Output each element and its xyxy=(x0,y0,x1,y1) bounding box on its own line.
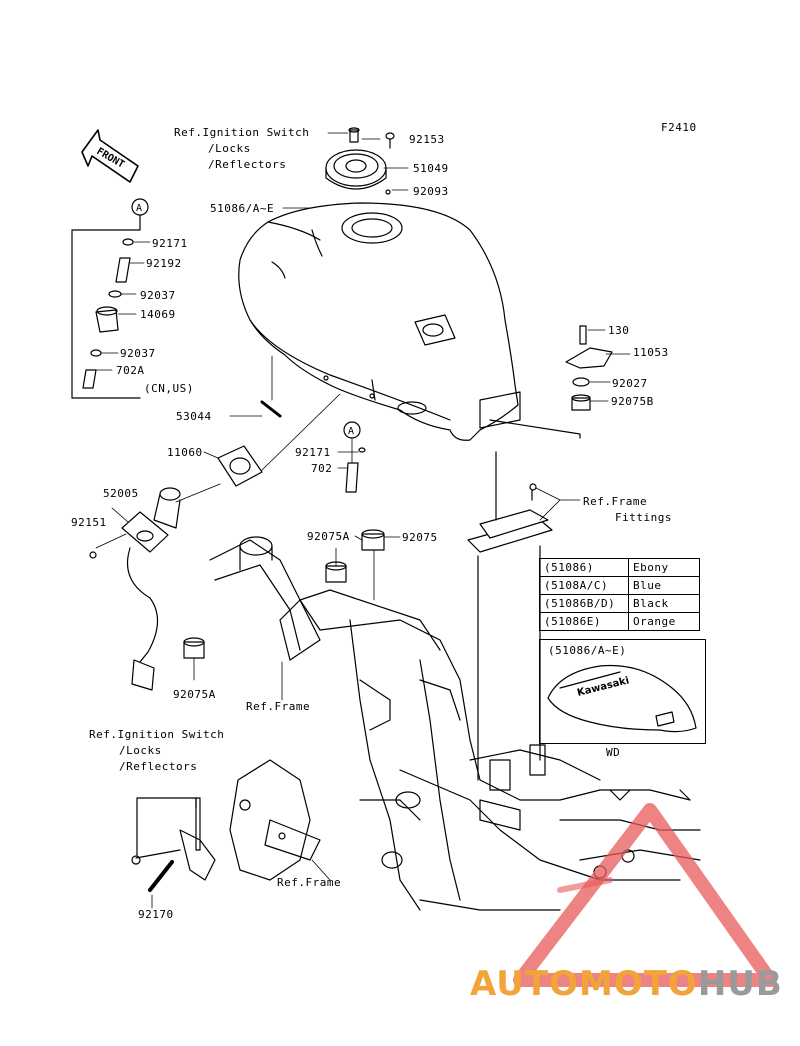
label-51049: 51049 xyxy=(413,162,449,175)
table-row: (51086B/D) Black xyxy=(539,594,700,613)
label-92075: 92075 xyxy=(402,531,438,544)
brand-part1: AUTOMOTO xyxy=(470,964,698,1004)
label-cn-us: (CN,US) xyxy=(144,382,194,395)
color-code: (51086) xyxy=(539,558,629,577)
label-92151: 92151 xyxy=(71,516,107,529)
wd-box-title: (51086/A~E) xyxy=(548,644,627,657)
label-ref-frame-mid: Ref.Frame xyxy=(246,700,311,713)
color-name: Orange xyxy=(628,612,700,631)
ref-frame-fittings-line1: Ref.Frame xyxy=(583,495,648,508)
ref-ignition-top-line2: /Locks xyxy=(208,142,251,155)
label-ref-frame-bottom: Ref.Frame xyxy=(277,876,342,889)
label-11060: 11060 xyxy=(167,446,203,459)
label-92075b: 92075B xyxy=(611,395,654,408)
bolt-92151 xyxy=(89,551,97,559)
ref-frame-fittings: Ref.Frame Fittings xyxy=(583,494,672,526)
fuel-pump-52005 xyxy=(121,487,181,691)
svg-text:A: A xyxy=(348,426,354,437)
label-130: 130 xyxy=(608,324,630,337)
frame-fittings xyxy=(467,451,553,781)
table-row: (5108A/C) Blue xyxy=(539,576,700,595)
color-name: Blue xyxy=(628,576,700,595)
wd-box xyxy=(539,639,706,744)
label-52005: 52005 xyxy=(103,487,139,500)
label-702: 702 xyxy=(311,462,333,475)
color-name: Black xyxy=(628,594,700,613)
front-arrow-icon: FRONT xyxy=(81,129,139,183)
part-702-mid xyxy=(345,447,366,493)
rubber-mounts xyxy=(183,529,385,659)
label-92075a-top: 92075A xyxy=(307,530,350,543)
table-row: (51086) Ebony xyxy=(539,558,700,577)
label-11053: 11053 xyxy=(633,346,669,359)
ref-ignition-bottom-line1: Ref.Ignition Switch xyxy=(89,728,225,741)
fuel-cap xyxy=(325,127,395,195)
main-frame xyxy=(209,536,701,911)
label-702a: 702A xyxy=(116,364,145,377)
label-92171-mid: 92171 xyxy=(295,446,331,459)
circle-a-left-icon: A xyxy=(131,198,149,216)
label-51086: 51086/A~E xyxy=(210,202,275,215)
wd-tank-illustration: Kawasaki xyxy=(547,664,697,733)
label-92170: 92170 xyxy=(138,908,174,921)
circle-a-mid-icon: A xyxy=(343,421,361,439)
wd-label: WD xyxy=(606,746,621,759)
brand-triangle-icon xyxy=(513,803,777,987)
fuel-tank xyxy=(238,202,521,441)
left-group-bracket xyxy=(71,215,141,399)
svg-text:A: A xyxy=(136,203,142,214)
label-92093: 92093 xyxy=(413,185,449,198)
leader-lines xyxy=(95,132,631,909)
gasket-11060 xyxy=(217,445,263,487)
label-92027: 92027 xyxy=(612,377,648,390)
ref-ignition-top: Ref.Ignition Switch /Locks /Reflectors xyxy=(174,125,309,173)
ref-frame-fittings-line2: Fittings xyxy=(615,511,672,524)
color-code: (51086B/D) xyxy=(539,594,629,613)
table-row: (51086E) Orange xyxy=(539,612,700,631)
label-14069: 14069 xyxy=(140,308,176,321)
label-92037-top: 92037 xyxy=(140,289,176,302)
ref-ignition-bottom-line2: /Locks xyxy=(119,744,162,757)
label-92075a-bottom: 92075A xyxy=(173,688,216,701)
label-92153: 92153 xyxy=(409,133,445,146)
ref-ignition-top-line3: /Reflectors xyxy=(208,158,287,171)
ref-ignition-bottom: Ref.Ignition Switch /Locks /Reflectors xyxy=(89,727,224,775)
label-92037-bottom: 92037 xyxy=(120,347,156,360)
color-code: (51086E) xyxy=(539,612,629,631)
color-name: Ebony xyxy=(628,558,700,577)
label-92192: 92192 xyxy=(146,257,182,270)
label-53044: 53044 xyxy=(176,410,212,423)
brand-part2: HUB xyxy=(697,964,783,1004)
lower-bracket xyxy=(131,759,321,892)
ref-ignition-top-line1: Ref.Ignition Switch xyxy=(174,126,310,139)
label-92171-left: 92171 xyxy=(152,237,188,250)
color-code: (5108A/C) xyxy=(539,576,629,595)
ref-ignition-bottom-line3: /Reflectors xyxy=(119,760,198,773)
right-small-parts xyxy=(489,325,613,439)
part-53044 xyxy=(260,400,282,418)
figure-code: F2410 xyxy=(661,121,697,134)
brand-watermark: AUTOMOTOHUB xyxy=(470,964,783,1004)
color-table: (51086) Ebony (5108A/C) Blue (51086B/D) … xyxy=(539,558,700,631)
